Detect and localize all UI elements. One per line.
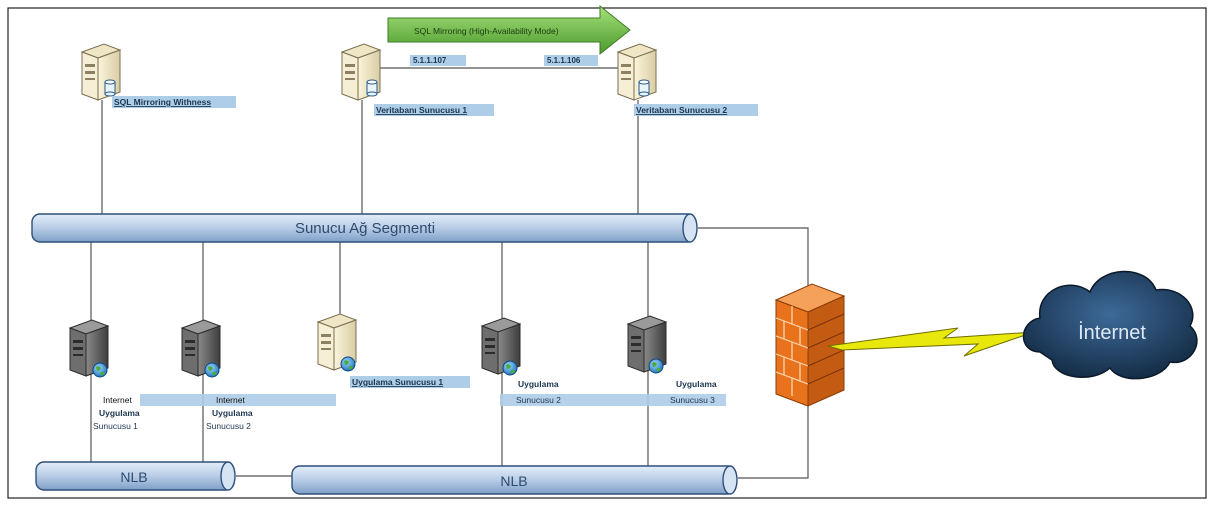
db2-ip-bg	[544, 55, 598, 66]
app-server-4-icon	[481, 317, 521, 376]
db2-label-bg	[634, 104, 758, 116]
server-segment-label: Sunucu Ağ Segmenti	[295, 220, 435, 237]
db1-label-bg	[374, 104, 494, 116]
firewall-icon	[774, 283, 846, 407]
db1-server-icon	[341, 43, 381, 101]
db2-ip: 5.1.1.106	[547, 56, 581, 65]
db2-label: Veritabanı Sunucusu 2	[636, 105, 727, 115]
witness-label-bg	[112, 96, 236, 108]
nlb-left-pipe	[35, 461, 236, 491]
mirroring-arrow	[387, 4, 631, 56]
app-server-3-label: Uygulama Sunucusu 1	[352, 377, 443, 387]
db1-ip: 5.1.1.107	[413, 56, 447, 65]
db1-ip-bg	[410, 55, 466, 66]
app-server-5-label-line2: Sunucusu 3	[670, 395, 715, 405]
app-label-strip-right	[500, 394, 726, 406]
nlb-right-label: NLB	[500, 473, 527, 489]
internet-cloud-icon	[1022, 270, 1198, 380]
app-server-1-label-line1: Internet	[103, 395, 132, 405]
app-server-1-icon	[69, 319, 109, 378]
app-server-5-label-line1: Uygulama	[676, 379, 717, 389]
app-server-1-label-line3: Sunucusu 1	[93, 421, 138, 431]
app-server-4-label-line2: Sunucusu 2	[516, 395, 561, 405]
app-server-2-label-line3: Sunucusu 2	[206, 421, 251, 431]
db2-server-icon	[617, 43, 657, 101]
nlb-right-pipe	[291, 465, 738, 495]
app-server-2-label-line1: Internet	[216, 395, 245, 405]
mirroring-arrow-label: SQL Mirroring (High-Availability Mode)	[414, 26, 559, 36]
app-server-2-icon	[181, 319, 221, 378]
witness-server-icon	[81, 43, 121, 101]
app-server-2-label-line2: Uygulama	[212, 408, 253, 418]
lightning-bolt-icon	[827, 327, 1035, 357]
diagram-frame	[7, 7, 1207, 499]
app-server-5-icon	[627, 315, 667, 374]
witness-label: SQL Mirroring Withness	[114, 97, 211, 107]
app3-label-bg	[350, 376, 470, 388]
app-server-1-label-line2: Uygulama	[99, 408, 140, 418]
app-server-3-icon	[317, 313, 357, 372]
internet-label: İnternet	[1078, 321, 1146, 344]
app-server-4-label-line1: Uygulama	[518, 379, 559, 389]
nlb-left-label: NLB	[120, 469, 147, 485]
app-label-strip-left	[140, 394, 336, 406]
connector-lines	[90, 67, 809, 479]
db1-label: Veritabanı Sunucusu 1	[376, 105, 467, 115]
server-segment-pipe	[31, 213, 698, 243]
